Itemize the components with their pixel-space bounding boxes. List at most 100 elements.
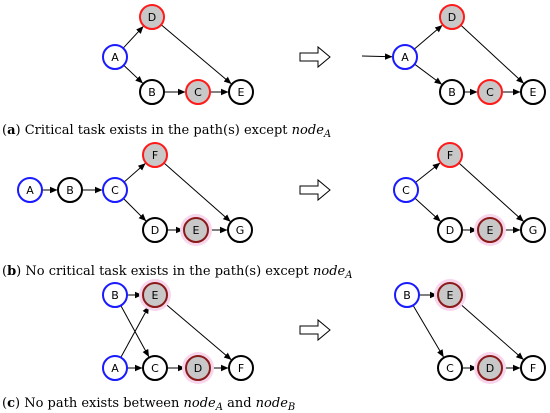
edge-A-B bbox=[414, 63, 442, 85]
node-D: D bbox=[439, 4, 465, 30]
node-label: A bbox=[111, 51, 119, 64]
node-D: D bbox=[182, 352, 214, 384]
node-circle bbox=[102, 177, 128, 203]
node-label: C bbox=[402, 184, 410, 197]
node-circle bbox=[185, 355, 211, 381]
node-G: G bbox=[227, 217, 253, 243]
node-label: A bbox=[401, 51, 409, 64]
node-circle bbox=[228, 355, 254, 381]
edge-in-A bbox=[361, 53, 393, 60]
node-circle bbox=[17, 177, 43, 203]
node-circle bbox=[477, 355, 503, 381]
node-label: D bbox=[448, 11, 456, 24]
node-circle bbox=[142, 217, 168, 243]
node-E: E bbox=[228, 79, 254, 105]
node-A: A bbox=[392, 44, 418, 70]
edge-A-D bbox=[413, 25, 443, 50]
node-B: B bbox=[394, 282, 420, 308]
node-label: F bbox=[152, 149, 158, 162]
node-label: G bbox=[236, 224, 245, 237]
node-D: D bbox=[139, 4, 165, 30]
node-E: E bbox=[474, 214, 506, 246]
node-label: D bbox=[151, 224, 159, 237]
node-circle bbox=[437, 355, 463, 381]
node-label: F bbox=[530, 362, 536, 375]
node-C: C bbox=[477, 79, 503, 105]
caption-b: (b) No critical task exists in the path(… bbox=[2, 264, 352, 281]
edge-D-E bbox=[460, 24, 524, 84]
node-circle bbox=[183, 217, 209, 243]
edge-F-G bbox=[163, 162, 231, 222]
transform-arrow-icon bbox=[299, 318, 331, 342]
edge-C-D bbox=[123, 198, 147, 222]
node-G: G bbox=[520, 217, 546, 243]
node-label: B bbox=[66, 184, 74, 197]
node-C: C bbox=[142, 355, 168, 381]
edge-F-G bbox=[458, 162, 524, 222]
node-D: D bbox=[142, 217, 168, 243]
node-B: B bbox=[57, 177, 83, 203]
node-circle bbox=[437, 142, 463, 168]
node-B: B bbox=[439, 79, 465, 105]
node-label: E bbox=[530, 86, 537, 99]
node-D: D bbox=[474, 352, 506, 384]
node-circle bbox=[102, 44, 128, 70]
node-D: D bbox=[437, 217, 463, 243]
node-circle bbox=[57, 177, 83, 203]
node-circle bbox=[102, 355, 128, 381]
node-label: A bbox=[26, 184, 34, 197]
node-label: B bbox=[448, 86, 456, 99]
edge-A-B bbox=[123, 64, 143, 84]
node-label: D bbox=[194, 362, 202, 375]
node-label: A bbox=[111, 362, 119, 375]
node-label: C bbox=[151, 362, 159, 375]
node-circle bbox=[139, 4, 165, 30]
edge-A-D bbox=[122, 26, 144, 49]
node-C: C bbox=[102, 177, 128, 203]
node-circle bbox=[520, 79, 546, 105]
node-circle bbox=[477, 79, 503, 105]
node-circle bbox=[102, 282, 128, 308]
node-circle bbox=[227, 217, 253, 243]
edge-C-F bbox=[123, 163, 146, 183]
node-circle bbox=[185, 79, 211, 105]
node-label: D bbox=[148, 11, 156, 24]
node-label: C bbox=[111, 184, 119, 197]
node-circle bbox=[142, 282, 168, 308]
node-label: C bbox=[486, 86, 494, 99]
node-label: D bbox=[486, 362, 494, 375]
node-label: G bbox=[529, 224, 538, 237]
node-label: F bbox=[238, 362, 244, 375]
graph-c-before: B E A C D F bbox=[102, 279, 254, 384]
node-F: F bbox=[142, 142, 168, 168]
node-circle bbox=[392, 44, 418, 70]
edge-C-D bbox=[414, 197, 441, 222]
node-E: E bbox=[520, 79, 546, 105]
node-label: E bbox=[152, 289, 159, 302]
node-A: A bbox=[102, 44, 128, 70]
node-E: E bbox=[434, 279, 466, 311]
edge-B-C bbox=[412, 305, 444, 358]
node-E: E bbox=[139, 279, 171, 311]
graph-c-after: B E C D F bbox=[394, 279, 546, 384]
node-circle bbox=[439, 79, 465, 105]
node-label: E bbox=[447, 289, 454, 302]
node-label: B bbox=[403, 289, 411, 302]
node-A: A bbox=[17, 177, 43, 203]
edge-D-E bbox=[160, 24, 232, 85]
edge-E-F bbox=[163, 302, 232, 360]
node-B: B bbox=[102, 282, 128, 308]
node-circle bbox=[394, 282, 420, 308]
node-circle bbox=[228, 79, 254, 105]
node-label: C bbox=[446, 362, 454, 375]
node-circle bbox=[393, 177, 419, 203]
node-circle bbox=[437, 217, 463, 243]
edge-E-F bbox=[458, 302, 524, 360]
node-label: F bbox=[447, 149, 453, 162]
node-label: E bbox=[487, 224, 494, 237]
edge-A-E bbox=[120, 305, 150, 358]
node-label: B bbox=[148, 86, 156, 99]
